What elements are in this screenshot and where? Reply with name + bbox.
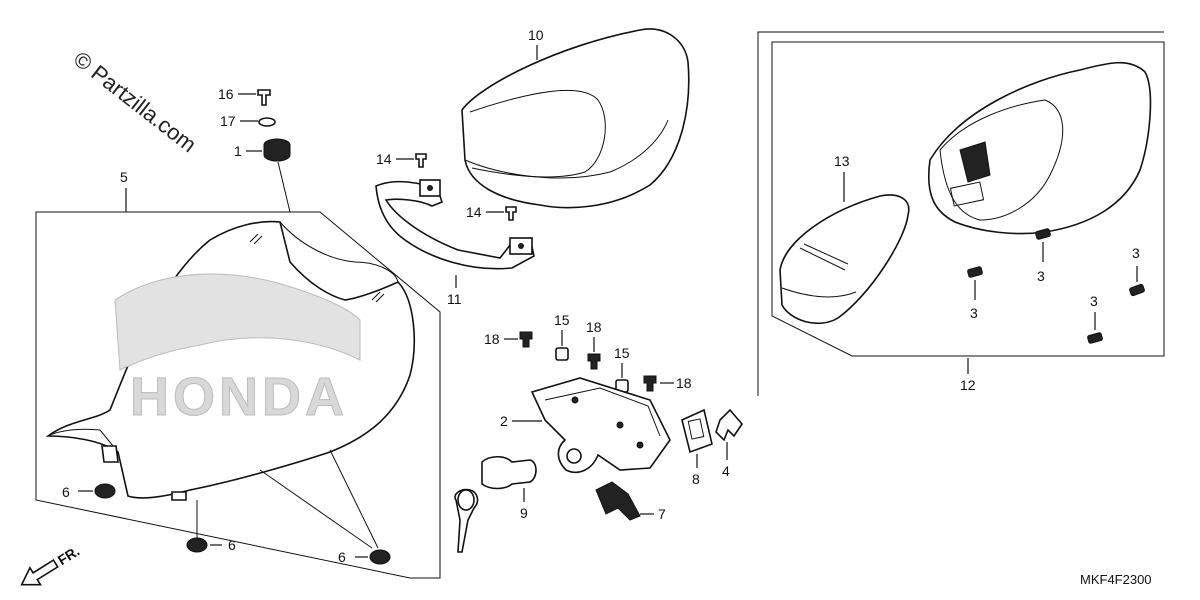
- seat-logo-text: HONDA: [130, 367, 348, 427]
- seat-front-tab: [101, 445, 119, 463]
- callout-13: 13: [834, 153, 850, 169]
- callout-7: 7: [658, 506, 666, 522]
- diagram-code: MKF4F2300: [1080, 572, 1152, 587]
- watermark-text: © Partzilla.com: [69, 46, 201, 157]
- pillion-seat-group: 10: [461, 27, 690, 209]
- cushion-6-a[interactable]: [94, 483, 116, 499]
- seat-cowl-12[interactable]: [928, 61, 1152, 235]
- callout-4: 4: [722, 463, 730, 479]
- pillion-seat-base: [464, 119, 669, 179]
- callout-18b: 18: [586, 319, 602, 335]
- seat-cover-badge: [799, 243, 849, 271]
- rubber-3-d[interactable]: [1087, 332, 1103, 344]
- rider-seat-enclosure: [35, 211, 441, 579]
- bolt-14-a[interactable]: [415, 153, 427, 168]
- callout-14a: 14: [376, 151, 392, 167]
- rider-seat-edge: [279, 221, 399, 283]
- callout-18a: 18: [484, 331, 500, 347]
- seat-cover-13[interactable]: [779, 194, 910, 325]
- seat-cowl-group: 13 3 3 3 3 12: [757, 31, 1165, 396]
- fastener-stack: 16 17 1: [218, 86, 291, 213]
- latch-7[interactable]: [595, 481, 641, 521]
- callout-3d: 3: [1090, 293, 1098, 309]
- bolt-16[interactable]: [257, 89, 271, 106]
- callout-10: 10: [528, 27, 544, 43]
- front-arrow-icon: [20, 559, 59, 586]
- callout-3c: 3: [1132, 245, 1140, 261]
- rider-seat-group: HONDA 6 6 6 5: [35, 169, 441, 579]
- seat-cowl-enclosure: [771, 41, 1165, 357]
- callout-15b: 15: [614, 345, 630, 361]
- seat-lock-base-2[interactable]: [530, 377, 671, 474]
- seat-cowl-opening: [939, 99, 1064, 221]
- callout-9: 9: [520, 505, 528, 521]
- bolt-18-a[interactable]: [519, 331, 533, 348]
- callout-6a: 6: [62, 484, 70, 500]
- seat-cowl-outer-frame: [757, 31, 1164, 396]
- cushion-6-c[interactable]: [369, 549, 391, 565]
- pillion-seat[interactable]: [461, 28, 690, 209]
- seat-cowl-latch: [959, 141, 991, 183]
- front-direction-indicator: FR.: [20, 543, 83, 586]
- callout-16: 16: [218, 86, 234, 102]
- callout-17: 17: [220, 113, 236, 129]
- seal-8[interactable]: [681, 408, 713, 454]
- callout-14b: 14: [466, 204, 482, 220]
- callout-5: 5: [120, 169, 128, 185]
- callout-11: 11: [447, 291, 462, 307]
- callout-3a: 3: [1037, 268, 1045, 284]
- washer-17[interactable]: [258, 117, 276, 127]
- callout-3b: 3: [970, 305, 978, 321]
- seat-lock-group: 18 15 18 15 18 2 9 7: [454, 312, 744, 553]
- callout-6c: 6: [338, 549, 346, 565]
- bolt-18-b[interactable]: [587, 353, 601, 370]
- rubber-3-a[interactable]: [1035, 228, 1051, 240]
- key-cylinder-9[interactable]: [481, 455, 537, 490]
- callout-15a: 15: [554, 312, 570, 328]
- direction-label: FR.: [55, 543, 83, 569]
- rubber-3-b[interactable]: [967, 266, 983, 278]
- cushion-1[interactable]: [263, 138, 291, 162]
- callout-12: 12: [960, 377, 976, 393]
- bolt-14-b[interactable]: [505, 206, 517, 221]
- callout-8: 8: [692, 471, 700, 487]
- cushion-6-b[interactable]: [186, 537, 208, 553]
- clip-4[interactable]: [715, 408, 744, 442]
- bolt-18-c[interactable]: [643, 375, 657, 392]
- seat-wing-logo: [114, 273, 361, 371]
- lock-base-ridge: [544, 387, 661, 437]
- collar-15-a[interactable]: [555, 347, 569, 361]
- rider-seat-front-step: [47, 428, 119, 453]
- rubber-3-c[interactable]: [1129, 283, 1145, 297]
- seat-bracket-group: 14 14 11: [375, 151, 535, 307]
- seat-bottom-tab: [171, 491, 187, 501]
- callout-18c: 18: [676, 375, 692, 391]
- callout-2: 2: [500, 413, 508, 429]
- callout-1: 1: [234, 143, 242, 159]
- seat-hook-marks: [249, 233, 385, 303]
- callout-6b: 6: [228, 537, 236, 553]
- seat-cover-trim: [781, 287, 857, 298]
